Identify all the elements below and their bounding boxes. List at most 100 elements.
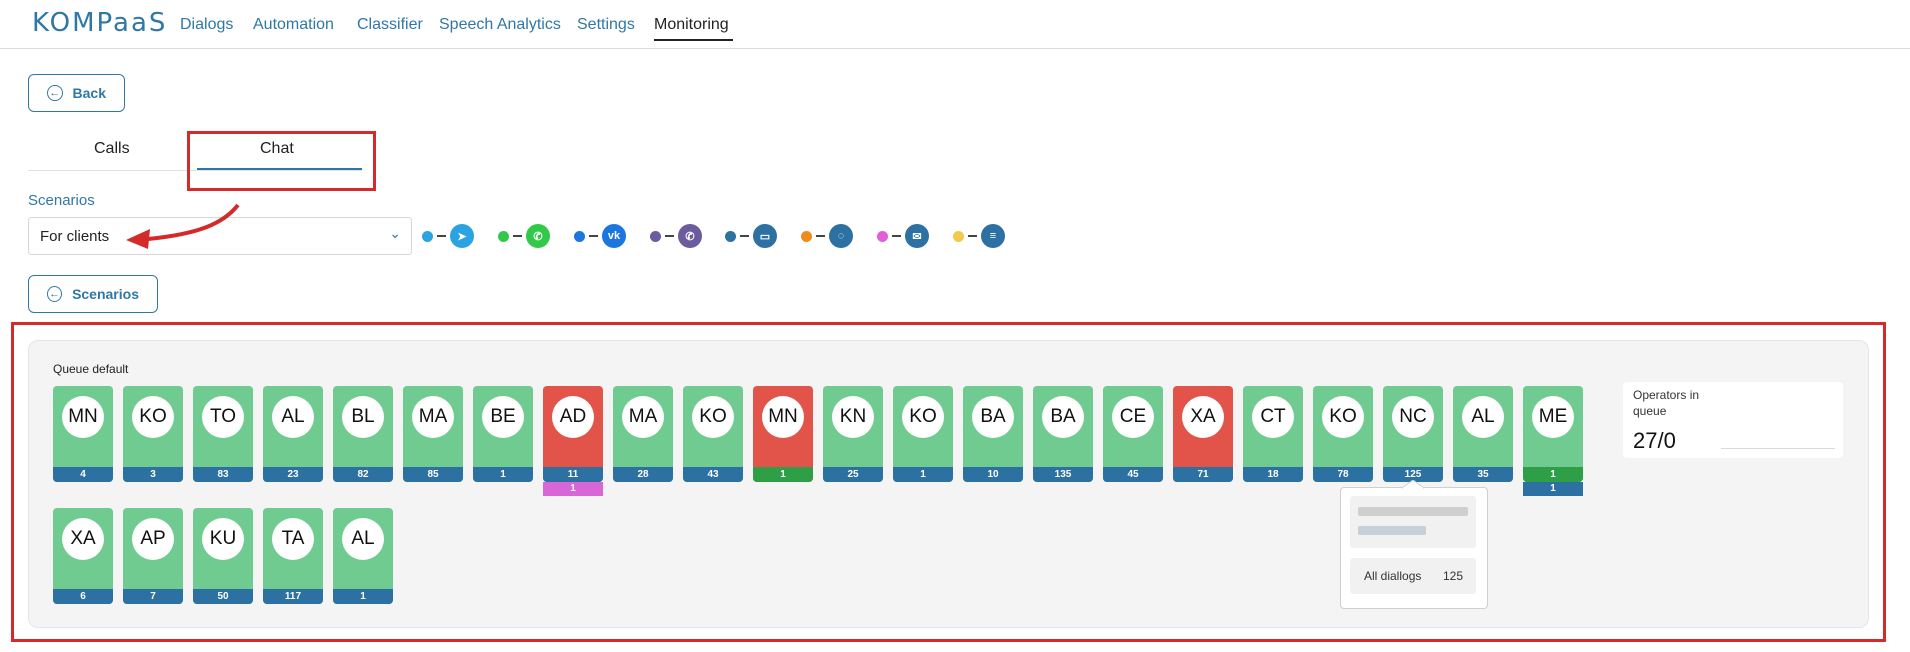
- operator-dialog-count: 71: [1173, 467, 1233, 482]
- channel-email: ✉: [877, 224, 929, 248]
- channel-dot: [498, 230, 509, 242]
- scenario-select[interactable]: For clients ⌄: [28, 217, 412, 255]
- sms-icon: ◌: [829, 224, 853, 248]
- operator-avatar: KU: [202, 518, 244, 560]
- operator-card[interactable]: BA 135: [1033, 386, 1093, 482]
- operator-avatar: ME: [1532, 396, 1574, 438]
- operator-avatar: BA: [1042, 396, 1084, 438]
- operator-dialog-count: 6: [53, 589, 113, 604]
- operator-card[interactable]: XA 71: [1173, 386, 1233, 482]
- nav-active-underline: [654, 39, 733, 41]
- operator-avatar: KO: [902, 396, 944, 438]
- operator-avatar: BE: [482, 396, 524, 438]
- operator-card[interactable]: BE 1: [473, 386, 533, 482]
- operator-avatar: MN: [762, 396, 804, 438]
- operator-dialog-count: 28: [613, 467, 673, 482]
- operator-avatar: CT: [1252, 396, 1294, 438]
- tabs-divider: [28, 170, 363, 171]
- channel-dot: [422, 230, 433, 242]
- top-nav-bar: KOMPaaS Dialogs Automation Classifier Sp…: [0, 0, 1910, 49]
- operator-avatar: KO: [1322, 396, 1364, 438]
- operator-avatar: TA: [272, 518, 314, 560]
- kompaas-logo[interactable]: KOMPaaS: [32, 8, 168, 38]
- operator-extra-count: 1: [1523, 482, 1583, 496]
- operator-card[interactable]: AD 11: [543, 386, 603, 482]
- channel-chat: ▭: [725, 224, 777, 248]
- operator-dialog-count: 135: [1033, 467, 1093, 482]
- nav-monitoring[interactable]: Monitoring: [654, 16, 729, 33]
- form-icon: ≡: [981, 224, 1005, 248]
- channel-telegram: ➤: [422, 224, 474, 248]
- operator-dialog-count: 23: [263, 467, 323, 482]
- operator-card[interactable]: XA 6: [53, 508, 113, 604]
- operator-dialog-count: 1: [473, 467, 533, 482]
- all-dialogs-row: All diallogs 125: [1350, 558, 1476, 594]
- back-button[interactable]: ← Back: [28, 74, 125, 112]
- operator-avatar: XA: [62, 518, 104, 560]
- channel-dot: [953, 230, 964, 242]
- channel-dot: [650, 230, 661, 242]
- back-button-label: Back: [72, 85, 106, 101]
- operator-dialog-count: 1: [753, 467, 813, 482]
- channel-dash: [892, 235, 901, 237]
- vk-icon: vk: [602, 224, 626, 248]
- nav-dialogs[interactable]: Dialogs: [180, 16, 234, 33]
- channel-whatsapp: ✆: [498, 224, 550, 248]
- operator-avatar: MN: [62, 396, 104, 438]
- operator-avatar: MA: [412, 396, 454, 438]
- scenario-select-value: For clients: [40, 228, 110, 245]
- nav-settings[interactable]: Settings: [577, 16, 635, 33]
- operator-card[interactable]: MN 1: [753, 386, 813, 482]
- operator-card[interactable]: KO 43: [683, 386, 743, 482]
- operator-avatar: XA: [1182, 396, 1224, 438]
- arrow-left-icon: ←: [47, 286, 63, 302]
- annotation-box-queue: [11, 322, 1886, 642]
- operator-avatar: BL: [342, 396, 384, 438]
- operator-dialog-count: 3: [123, 467, 183, 482]
- channel-dot: [725, 230, 736, 242]
- operator-dialog-count: 11: [543, 467, 603, 482]
- tab-chat-active-underline: [197, 168, 362, 170]
- nav-automation[interactable]: Automation: [253, 16, 334, 33]
- tab-calls[interactable]: Calls: [94, 140, 130, 157]
- nav-speech-analytics[interactable]: Speech Analytics: [439, 16, 561, 33]
- chevron-down-icon: ⌄: [389, 225, 401, 241]
- operator-dialog-count: 83: [193, 467, 253, 482]
- blurred-operator-name: [1350, 496, 1476, 548]
- operator-avatar: KO: [692, 396, 734, 438]
- operator-dialog-count: 35: [1453, 467, 1513, 482]
- operator-avatar: KN: [832, 396, 874, 438]
- chat-bubble-icon: ▭: [753, 224, 777, 248]
- operator-avatar: AL: [342, 518, 384, 560]
- nav-classifier[interactable]: Classifier: [357, 16, 423, 33]
- tab-chat[interactable]: Chat: [260, 140, 294, 157]
- tooltip-pointer: [1402, 480, 1424, 489]
- operator-dialog-count: 7: [123, 589, 183, 604]
- operators-in-queue-value: 27/0: [1633, 428, 1676, 453]
- scenarios-button[interactable]: ← Scenarios: [28, 275, 158, 313]
- operator-tooltip: All diallogs 125: [1340, 487, 1488, 609]
- mail-icon: ✉: [905, 224, 929, 248]
- operator-avatar: AD: [552, 396, 594, 438]
- operator-dialog-count: 43: [683, 467, 743, 482]
